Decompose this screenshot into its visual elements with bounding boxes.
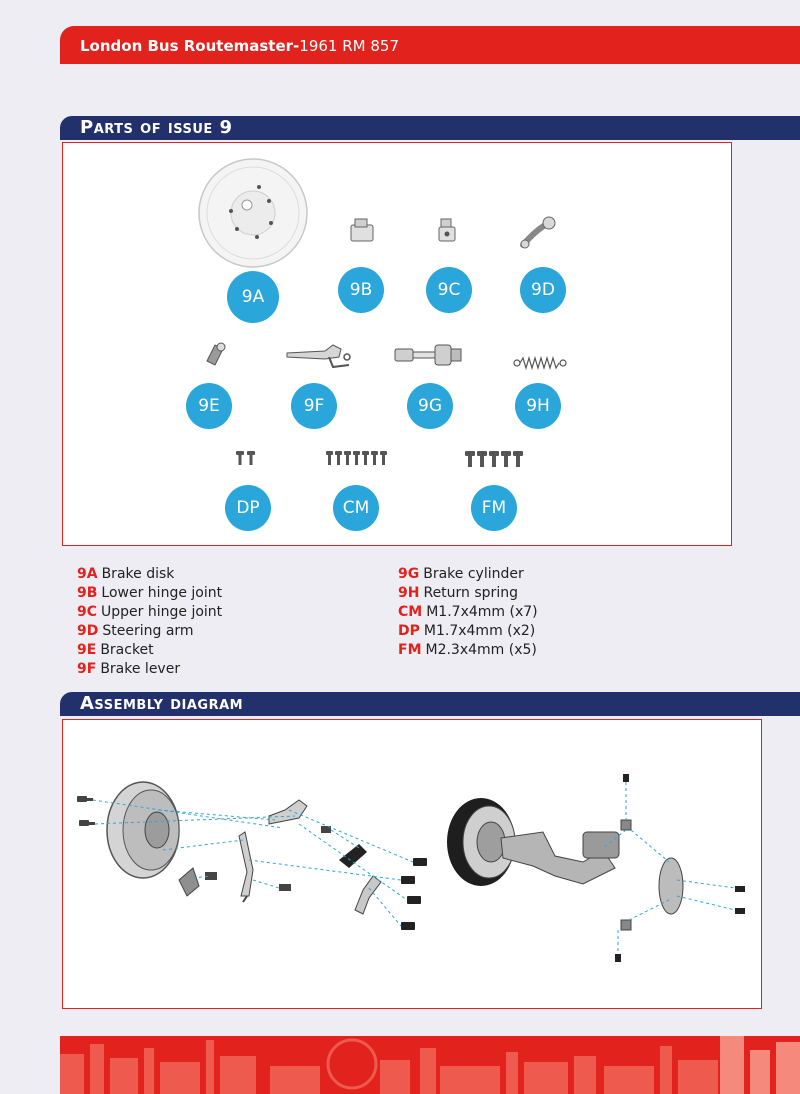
- lower-hinge-joint-image: [350, 218, 374, 242]
- badge-9a: 9A: [227, 271, 279, 323]
- assembly-diagram-image: [77, 774, 745, 962]
- badge-dp: DP: [225, 485, 271, 531]
- parts-box: 9A 9B 9C 9D 9E 9F 9G: [62, 142, 732, 546]
- badge-cm: CM: [333, 485, 379, 531]
- brake-cylinder-image: [394, 344, 462, 366]
- fm-screws-image: [465, 451, 523, 467]
- header-title-bold: London Bus Routemaster-: [80, 37, 300, 55]
- brake-lever-image: [286, 344, 351, 369]
- badge-9h: 9H: [515, 383, 561, 429]
- assembly-box: [62, 719, 762, 1009]
- badge-9g: 9G: [407, 383, 453, 429]
- brake-disk-image: [198, 158, 308, 268]
- badge-9d: 9D: [520, 267, 566, 313]
- assembly-section-title: Assembly diagram: [60, 692, 800, 716]
- badge-9e: 9E: [186, 383, 232, 429]
- parts-section-title: Parts of issue 9: [60, 116, 800, 140]
- badge-9c: 9C: [426, 267, 472, 313]
- left-exploded-view: [77, 781, 427, 930]
- badge-9b: 9B: [338, 267, 384, 313]
- upper-hinge-joint-image: [438, 218, 456, 242]
- steering-arm-image: [520, 216, 556, 249]
- return-spring-image: [513, 355, 567, 371]
- cm-screws-image: [326, 451, 387, 465]
- right-assembly-view: [447, 774, 745, 962]
- london-skyline-footer: [60, 1036, 800, 1094]
- header-bar: London Bus Routemaster-1961 RM 857: [60, 26, 800, 64]
- header-title-rest: 1961 RM 857: [299, 37, 399, 55]
- badge-9f: 9F: [291, 383, 337, 429]
- badge-fm: FM: [471, 485, 517, 531]
- bracket-image: [206, 342, 226, 366]
- dp-screws-image: [236, 451, 255, 465]
